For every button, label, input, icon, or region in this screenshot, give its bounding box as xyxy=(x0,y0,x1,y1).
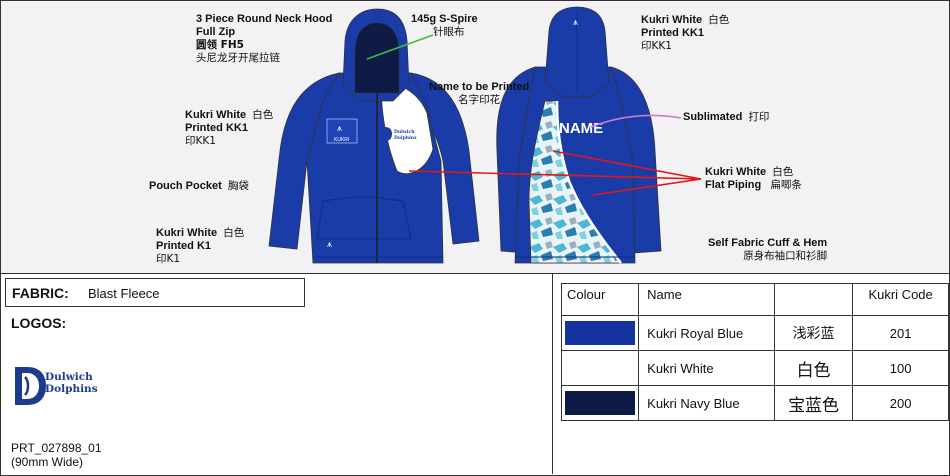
colour-swatch xyxy=(560,385,640,421)
logos-title: LOGOS: xyxy=(11,315,67,331)
colour-code: 200 xyxy=(852,385,949,421)
annotation-piping: Kukri White 白色 Flat Piping 扁唧条 xyxy=(705,166,802,191)
leader-sublimated xyxy=(590,114,682,128)
leader-piping-1 xyxy=(552,150,702,180)
svg-text:Dolphins: Dolphins xyxy=(394,135,417,141)
annotation-hem-logo: Kukri White 白色 Printed K1 印K1 xyxy=(156,227,245,265)
colour-name-cn: 浅彩蓝 xyxy=(773,315,854,351)
back-white-piping xyxy=(555,100,622,264)
front-club-logo: Dulwich Dolphins xyxy=(381,127,417,141)
fabric-value: Blast Fleece xyxy=(88,286,160,301)
leader-piping-3 xyxy=(408,170,702,180)
front-chest-brand: KUKRI xyxy=(334,137,349,143)
colour-section xyxy=(552,274,949,474)
colour-name: Kukri Navy Blue xyxy=(638,385,775,421)
front-pouch-pocket xyxy=(316,196,412,240)
garment-drawing-area: ⩚ KUKRI Dulwich Dolphins ⩚ xyxy=(1,1,949,274)
colour-code: 100 xyxy=(852,350,949,386)
colour-swatch xyxy=(560,315,640,351)
front-body xyxy=(306,72,444,264)
svg-text:Dulwich: Dulwich xyxy=(394,129,415,135)
front-chest-logo-patch xyxy=(326,118,358,144)
front-chest-kukri-mark: ⩚ xyxy=(337,124,342,134)
swatch-navy xyxy=(565,391,636,415)
annotation-name-print: Name to be Printed 名字印花 xyxy=(429,81,530,106)
header-name: Name xyxy=(638,283,775,316)
club-logo-line2: Dolphins xyxy=(45,383,98,395)
annotation-back-logo: Kukri White 白色 Printed KK1 印KK1 xyxy=(641,14,730,52)
colour-name-cn: 白色 xyxy=(773,350,854,386)
annotation-cuff-hem: Self Fabric Cuff & Hem 原身布袖口和衫脚 xyxy=(708,237,828,262)
back-hood-logo: ⩚ xyxy=(573,18,578,28)
annotation-chest-logo: Kukri White 白色 Printed KK1 印KK1 xyxy=(185,109,274,147)
colour-table-header: Colour Name Kukri Code xyxy=(560,283,949,316)
swatch-royal xyxy=(565,321,636,345)
front-hood-opening xyxy=(354,22,400,94)
logo-code: PRT_027898_01 (90mm Wide) xyxy=(11,441,102,469)
club-logo-mark xyxy=(15,367,46,405)
back-hoodie: ⩚ NAME xyxy=(496,6,662,264)
annotation-sublimated: Sublimated 打印 xyxy=(683,111,770,123)
header-cn xyxy=(773,283,854,316)
colour-swatch xyxy=(560,350,640,386)
back-name-print: NAME xyxy=(559,120,603,137)
club-logo: Dulwich Dolphins xyxy=(13,365,133,407)
annotation-spire: 145g S-Spire 针眼布 xyxy=(411,13,478,38)
colour-name: Kukri White xyxy=(638,350,775,386)
colour-code: 201 xyxy=(852,315,949,351)
table-row: Kukri White 白色 100 xyxy=(560,350,949,386)
colour-name: Kukri Royal Blue xyxy=(638,315,775,351)
annotation-pouch: Pouch Pocket 胸袋 xyxy=(149,180,249,192)
table-row: Kukri Royal Blue 浅彩蓝 201 xyxy=(560,315,949,351)
club-logo-line1: Dulwich xyxy=(45,371,93,383)
leader-piping-2 xyxy=(592,178,702,196)
front-hem-logo: ⩚ xyxy=(327,240,332,250)
fabric-box: FABRIC: Blast Fleece xyxy=(5,278,305,307)
hoodie-illustration: ⩚ KUKRI Dulwich Dolphins ⩚ xyxy=(268,6,702,264)
fabric-label: FABRIC: xyxy=(12,285,69,301)
leader-spire xyxy=(366,34,434,60)
colour-table: Colour Name Kukri Code Kukri Royal Blue … xyxy=(560,283,949,421)
header-kukri-code: Kukri Code xyxy=(852,283,949,316)
header-colour: Colour xyxy=(560,283,640,316)
colour-name-cn: 宝蓝色 xyxy=(773,385,854,421)
front-hoodie: ⩚ KUKRI Dulwich Dolphins ⩚ xyxy=(268,8,480,264)
swatch-white xyxy=(565,356,636,380)
table-row: Kukri Navy Blue 宝蓝色 200 xyxy=(560,385,949,421)
annotation-hood: 3 Piece Round Neck Hood Full Zip 圆领 FH5 … xyxy=(196,13,333,64)
